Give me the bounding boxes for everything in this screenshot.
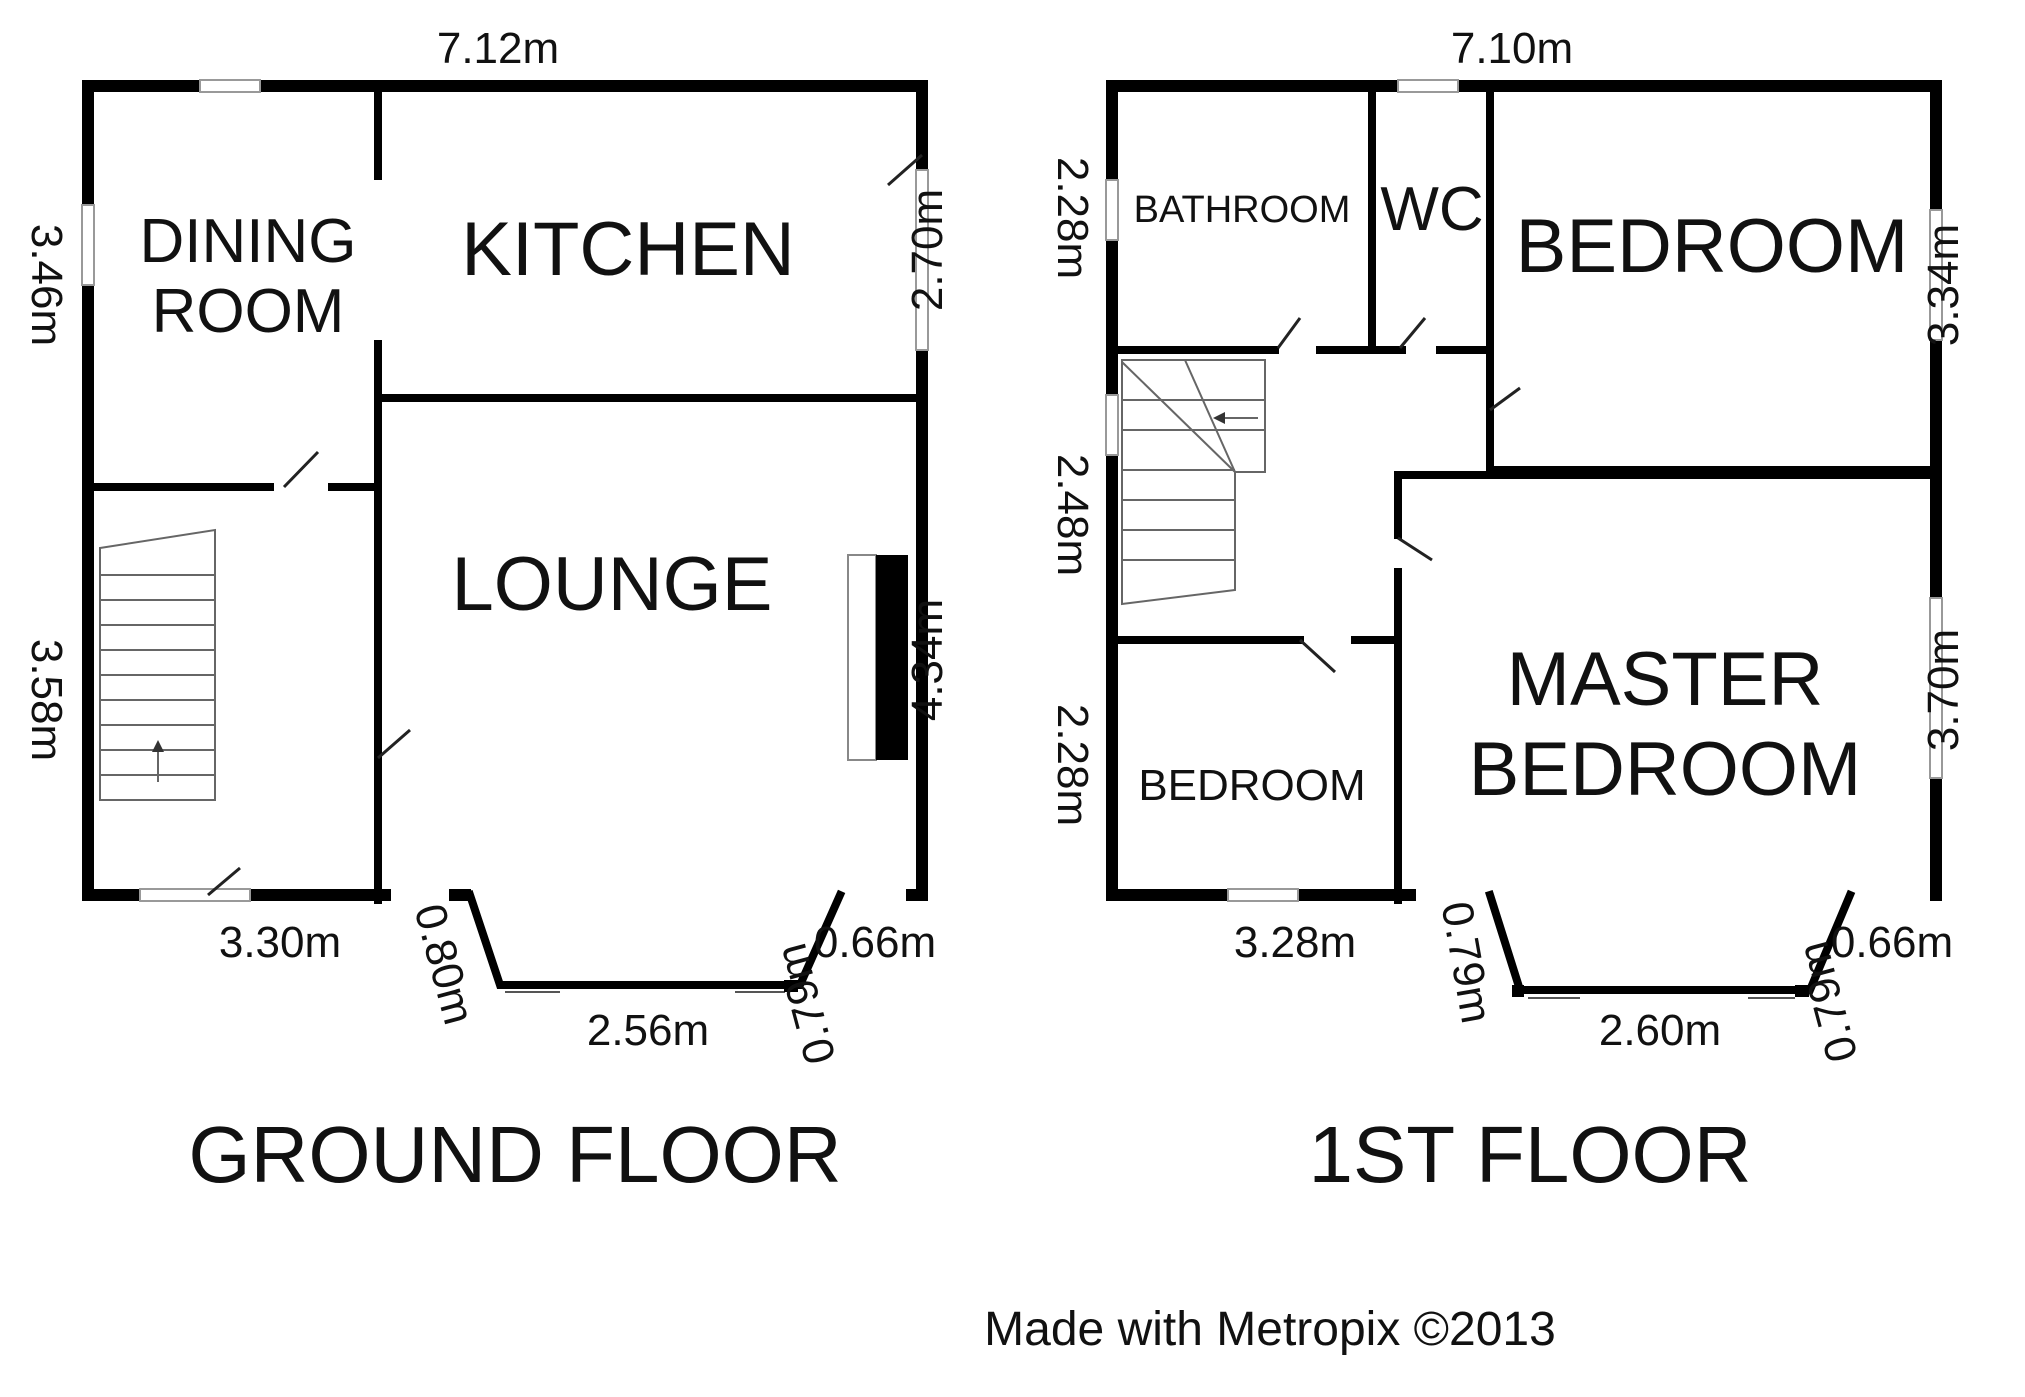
dim-bedroom-bottom: 3.28m — [1234, 918, 1356, 967]
dim-ground-width: 7.12m — [437, 24, 559, 73]
dim-hall-side: 3.58m — [22, 639, 71, 761]
dim-first-width: 7.10m — [1451, 24, 1573, 73]
first-floor-title: 1ST FLOOR — [1308, 1110, 1751, 1199]
dim-bedroom-rear-side: 3.34m — [1919, 224, 1968, 346]
room-label-wc: WC — [1380, 175, 1483, 244]
dim-bay-front: 2.56m — [587, 1006, 709, 1055]
dim-kitchen-side: 2.70m — [903, 189, 952, 311]
dim-first-bay-right-a: 0.66m — [1831, 918, 1953, 967]
ground-floor-plan: DINING ROOM KITCHEN LOUNGE 7.12m 3.46m 2… — [22, 24, 952, 1199]
dim-bathroom-side: 2.28m — [1048, 157, 1097, 279]
room-label-master-line2: BEDROOM — [1469, 727, 1862, 812]
dim-bay-right-a: 0.66m — [814, 918, 936, 967]
dim-landing-side: 2.48m — [1048, 454, 1097, 576]
dim-bedroom-side: 2.28m — [1048, 704, 1097, 826]
room-label-dining-line2: ROOM — [152, 277, 345, 346]
ground-floor-title: GROUND FLOOR — [188, 1110, 841, 1199]
room-label-bathroom: BATHROOM — [1134, 189, 1351, 231]
credit-text: Made with Metropix ©2013 — [984, 1303, 1556, 1356]
dim-dining-side: 3.46m — [22, 224, 71, 346]
room-label-bedroom-front: BEDROOM — [1138, 761, 1365, 810]
room-label-lounge: LOUNGE — [452, 542, 773, 627]
room-label-master-line1: MASTER — [1507, 637, 1824, 722]
room-label-kitchen: KITCHEN — [461, 207, 795, 292]
dim-lounge-side: 4.34m — [903, 599, 952, 721]
room-label-dining-line1: DINING — [140, 207, 357, 276]
dim-hall-bottom: 3.30m — [219, 918, 341, 967]
dim-first-bay-left: 0.79m — [1432, 898, 1501, 1027]
room-label-bedroom-rear: BEDROOM — [1516, 204, 1909, 289]
dim-bay-left: 0.80m — [405, 899, 484, 1030]
dim-master-side: 3.70m — [1919, 629, 1968, 751]
first-floor-plan: BATHROOM WC BEDROOM BEDROOM MASTER BEDRO… — [1048, 24, 1968, 1199]
dim-first-bay-front: 2.60m — [1599, 1006, 1721, 1055]
